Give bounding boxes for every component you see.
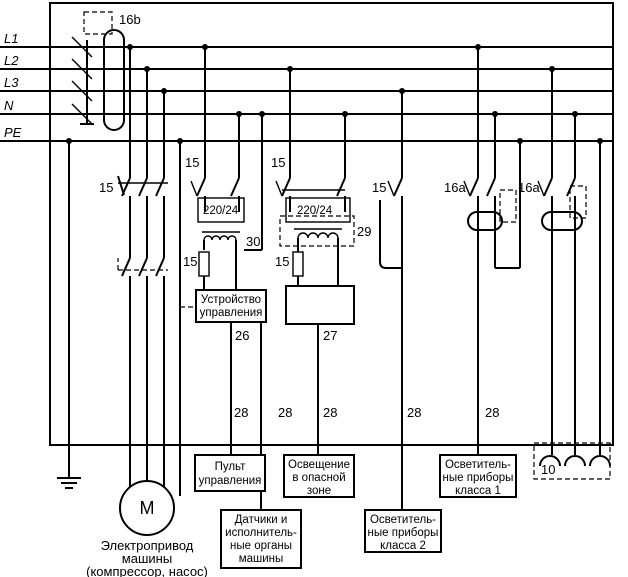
lights-class1-line3: класса 1 [455,485,501,497]
bus-label-PE: PE [4,125,22,140]
ground-symbol [57,141,81,489]
motor-breaker-label: 15 [99,180,113,195]
class2-breaker-label: 15 [372,180,386,195]
lighting-class1-branch [463,47,521,455]
motor-branch [117,47,181,496]
control-device-line2: управления [200,307,263,319]
ref-10-label: 10 [541,462,555,477]
hazard-fuse-label: 15 [275,254,289,269]
bus-label-L1: L1 [4,31,18,46]
sensors-line1: Датчики и [235,514,288,526]
ref-29-label: 29 [357,224,371,239]
machine-enclosure [49,2,614,446]
ref-28-class2: 28 [407,405,421,420]
main-breaker-label: 16b [119,12,141,27]
control-panel-line2: управления [199,475,262,487]
hazard-transformer-ratio: 220/24 [297,205,333,217]
main-breaker-16b [71,11,125,131]
ref-28-control: 28 [234,405,248,420]
hazard-light-line1: Освещение [288,459,350,471]
lights-class1-line1: Осветитель- [445,459,511,471]
class1-rcd-label: 16a [444,180,466,195]
bus-label-L2: L2 [4,53,19,68]
ref-28-sensors: 28 [278,405,292,420]
lights-class1-box [439,454,517,498]
lighting-class2-branch [379,91,403,510]
control-device-line1: Устройство [201,294,261,306]
motor-symbol [119,480,175,536]
bus-label-L3: L3 [4,75,19,90]
ref-27-label: 27 [323,328,337,343]
ref-28-class1: 28 [485,405,499,420]
sensors-line3: ные органы [230,540,292,552]
bus-label-N: N [4,98,14,113]
hazard-light-line2: в опасной [292,472,345,484]
control-branch [190,47,263,290]
hazard-light-box [283,454,355,498]
hazard-unit-box [285,285,355,325]
control-transformer-ratio: 220/24 [203,205,239,217]
ref-30-label: 30 [246,234,260,249]
lights-class2-line3: класса 2 [380,540,426,552]
control-panel-line1: Пульт [215,461,247,473]
ref-28-hazard: 28 [323,405,337,420]
bus-bars [0,46,613,142]
motor-caption-line2: машины [122,551,172,566]
control-breaker-label: 15 [185,155,199,170]
ref-26-label: 26 [235,328,249,343]
lights-class2-line2: ные приборы [368,527,439,539]
motor-caption-line1: Электропривод [101,538,194,553]
lights-class2-box [364,509,442,553]
lights-class2-line1: Осветитель- [370,514,436,526]
control-fuse-label: 15 [183,254,197,269]
lights-class1-line2: ные приборы [443,472,514,484]
socket-rcd-label: 16a [518,180,540,195]
sensors-line4: машины [239,553,284,565]
socket-branch [533,69,611,480]
motor-label: M [140,498,155,518]
hazard-light-line3: зоне [307,485,331,497]
hazard-lighting-branch [275,69,355,286]
motor-caption-line3: (компрессор, насос) [86,564,208,577]
control-panel-box [194,454,266,492]
hazard-breaker-label: 15 [271,155,285,170]
sensors-box [220,509,302,569]
sensors-line2: исполнитель- [225,527,297,539]
